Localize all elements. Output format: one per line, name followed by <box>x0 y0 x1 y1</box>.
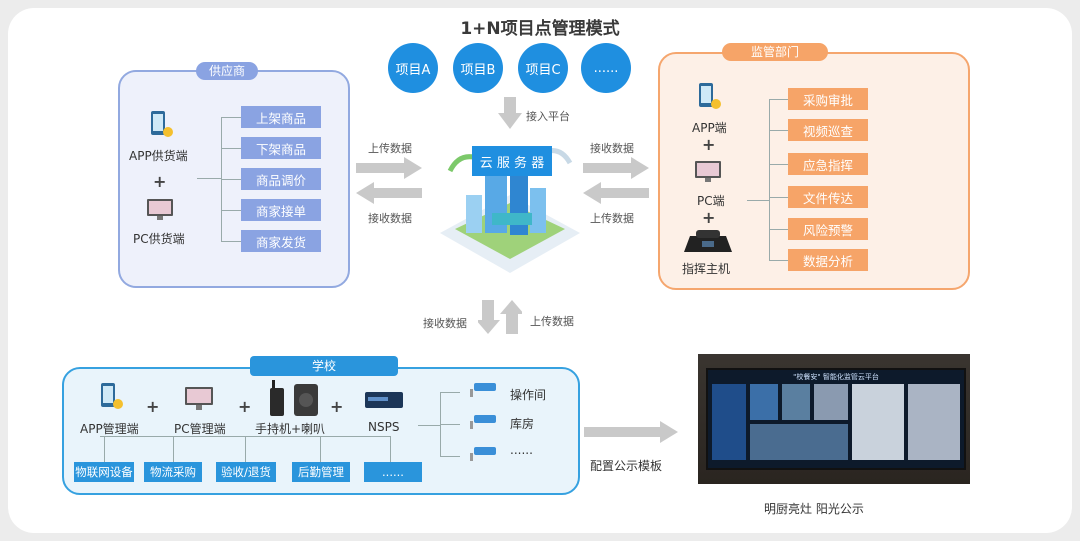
cloud-server-label: 云 服 务 器 <box>472 146 552 176</box>
display-caption: 明厨亮灶 阳光公示 <box>764 502 864 516</box>
handheld-label: 手持机+喇叭 <box>255 422 326 436</box>
vertical-arrows-icon <box>478 300 522 334</box>
regulator-plus-1: + <box>702 135 716 154</box>
regulator-item-risk-warning: 风险预警 <box>788 218 868 240</box>
app-regulator-label: APP端 <box>692 121 727 135</box>
nsps-device-icon <box>365 392 403 408</box>
display-screen: "校餐安" 智能化监管云平台 <box>706 368 966 470</box>
supplier-plus: + <box>153 172 167 191</box>
display-wall-photo: "校餐安" 智能化监管云平台 <box>698 354 970 484</box>
access-arrow-icon <box>498 97 522 129</box>
pc-monitor-icon <box>185 387 213 410</box>
receive-data-right-label: 接收数据 <box>590 142 634 155</box>
pc-supplier-label: PC供货端 <box>133 232 185 246</box>
regulator-plus-2: + <box>702 208 716 227</box>
handheld-speaker-icon <box>270 380 318 416</box>
pc-regulator-label: PC端 <box>697 194 725 208</box>
screen-header: "校餐安" 智能化监管云平台 <box>793 373 879 381</box>
regulator-item-video-patrol: 视频巡查 <box>788 119 868 141</box>
upload-data-bottom-label: 上传数据 <box>530 315 574 328</box>
diagram-title: 1+N项目点管理模式 <box>460 19 620 39</box>
school-plus-1: + <box>146 397 160 416</box>
school-item-logistics-mgmt: 后勤管理 <box>292 462 350 482</box>
supplier-item-list-goods: 上架商品 <box>241 106 321 128</box>
project-b-circle: 项目B <box>453 43 503 93</box>
desk-phone-icon <box>684 230 732 252</box>
location-more: ...... <box>510 443 533 457</box>
app-supplier-label: APP供货端 <box>129 149 188 163</box>
camera-icon <box>470 383 496 397</box>
project-c-circle: 项目C <box>518 43 568 93</box>
receive-left-arrow-icon <box>356 182 422 204</box>
school-item-more: ...... <box>364 462 422 482</box>
location-storehouse: 库房 <box>510 417 535 431</box>
upload-data-left-label: 上传数据 <box>368 142 412 155</box>
mobile-phone-icon <box>151 111 173 137</box>
school-plus-3: + <box>330 397 344 416</box>
nsps-label: NSPS <box>368 420 400 434</box>
access-platform-label: 接入平台 <box>526 110 570 123</box>
command-host-label: 指挥主机 <box>682 262 731 276</box>
camera-icon <box>470 415 496 429</box>
mobile-phone-icon <box>699 83 721 109</box>
regulator-tag: 监管部门 <box>722 43 828 61</box>
project-a-circle: 项目A <box>388 43 438 93</box>
regulator-item-emergency: 应急指挥 <box>788 153 868 175</box>
pc-monitor-icon <box>695 161 721 182</box>
school-item-iot: 物联网设备 <box>74 462 134 482</box>
school-item-acceptance: 验收/退货 <box>216 462 276 482</box>
supplier-item-accept-order: 商家接单 <box>241 199 321 221</box>
config-template-label: 配置公示模板 <box>590 459 663 473</box>
school-item-logistics: 物流采购 <box>144 462 202 482</box>
project-more-circle: ...... <box>581 43 631 93</box>
app-admin-label: APP管理端 <box>80 422 139 436</box>
pc-monitor-icon <box>147 199 173 220</box>
regulator-item-file-transfer: 文件传达 <box>788 186 868 208</box>
upload-right-arrow-icon <box>356 157 422 179</box>
mobile-phone-icon <box>101 383 123 409</box>
supplier-tag: 供应商 <box>196 62 258 80</box>
cloud-city-icon <box>440 148 580 273</box>
regulator-item-purchase-approval: 采购审批 <box>788 88 868 110</box>
regulator-item-data-analysis: 数据分析 <box>788 249 868 271</box>
upload-data-right-label: 上传数据 <box>590 212 634 225</box>
school-plus-2: + <box>238 397 252 416</box>
pc-admin-label: PC管理端 <box>174 422 226 436</box>
supplier-item-price-adjust: 商品调价 <box>241 168 321 190</box>
supplier-item-ship: 商家发货 <box>241 230 321 252</box>
location-operation-room: 操作间 <box>510 388 547 402</box>
supplier-item-delist-goods: 下架商品 <box>241 137 321 159</box>
receive-right-arrow-icon <box>583 157 649 179</box>
config-arrow-icon <box>584 421 678 443</box>
camera-icon <box>470 447 496 461</box>
school-tag: 学校 <box>250 356 398 376</box>
receive-data-bottom-label: 接收数据 <box>423 317 467 330</box>
receive-data-left-label: 接收数据 <box>368 212 412 225</box>
upload-left-arrow-icon <box>583 182 649 204</box>
